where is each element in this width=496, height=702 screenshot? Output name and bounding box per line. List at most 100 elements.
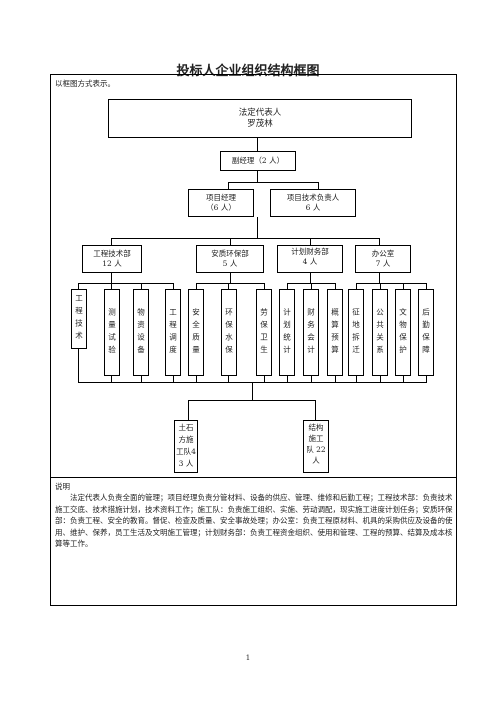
connector — [380, 376, 381, 382]
project-manager-title: 项目经理 — [206, 193, 236, 202]
structure-team-box: 结构施工队 22 人 — [303, 420, 329, 473]
connector — [315, 400, 316, 420]
connector — [310, 273, 311, 283]
connector — [111, 273, 112, 283]
unit-label: 物资设备 — [136, 307, 146, 358]
unit-label: 概算预算 — [330, 307, 340, 358]
department-name: 安质环保部 — [211, 249, 249, 258]
connector — [356, 283, 426, 284]
connector — [335, 283, 336, 289]
connector — [78, 283, 173, 284]
connector — [264, 283, 265, 289]
page-number: 1 — [245, 654, 251, 662]
unit-box: 环保水保 — [221, 289, 237, 376]
unit-label: 测量试验 — [107, 307, 117, 358]
connector — [78, 349, 79, 382]
unit-box: 工程技术 — [71, 289, 87, 349]
connector — [111, 238, 379, 239]
connector — [257, 171, 258, 182]
tech-lead-title: 项目技术负责人 — [286, 193, 340, 202]
department-name: 工程技术部 — [93, 249, 131, 258]
deputy-manager-box: 副经理（2 人） — [220, 151, 296, 171]
unit-box: 安全质量 — [188, 289, 204, 376]
unit-label: 安全质量 — [191, 307, 201, 358]
structure-team-label: 结构施工队 22 人 — [306, 423, 326, 465]
department-count: 5 人 — [222, 259, 238, 268]
connector — [264, 376, 265, 382]
table-frame — [50, 74, 457, 606]
unit-box: 工程调度 — [165, 289, 181, 376]
connector — [78, 283, 79, 289]
department-name: 办公室 — [371, 249, 395, 258]
connector — [230, 273, 231, 283]
connector — [188, 400, 189, 420]
connector — [403, 376, 404, 382]
connector — [173, 376, 174, 382]
connector — [228, 376, 229, 382]
notes-body: 法定代表人负责全面的管理；项目经理负责分管材料、设备的供应、管理、维修和后勤工程… — [55, 493, 453, 548]
connector — [111, 283, 112, 289]
unit-label: 计划统计 — [282, 307, 292, 358]
connector — [287, 376, 288, 382]
connector — [252, 382, 253, 400]
unit-label: 环保水保 — [224, 307, 234, 358]
unit-label: 劳保卫生 — [259, 307, 269, 358]
unit-label: 公共关系 — [375, 307, 385, 358]
connector — [141, 376, 142, 382]
unit-box: 物资设备 — [133, 289, 149, 376]
department-count: 12 人 — [102, 259, 122, 268]
unit-box: 征地拆迁 — [348, 289, 364, 376]
department-name: 计划财务部 — [291, 247, 329, 256]
unit-label: 后勤保障 — [421, 307, 431, 358]
unit-label: 工程技术 — [74, 294, 84, 344]
unit-box: 计划统计 — [279, 289, 295, 376]
unit-box: 后勤保障 — [418, 289, 434, 376]
connector — [228, 283, 229, 289]
connector — [196, 283, 197, 289]
earthwork-team-box: 土石方施工队43 人 — [174, 420, 198, 473]
department-box: 计划财务部 4 人 — [277, 245, 343, 273]
connector — [196, 376, 197, 382]
department-box: 安质环保部 5 人 — [196, 245, 264, 273]
connector — [196, 283, 264, 284]
legal-rep-title: 法定代表人 — [238, 108, 282, 118]
tech-lead-count: 6 人 — [305, 203, 321, 212]
unit-box: 概算预算 — [327, 289, 343, 376]
connector — [257, 217, 258, 238]
connector — [356, 376, 357, 382]
connector — [141, 283, 142, 289]
connector — [380, 283, 381, 289]
notes-heading: 说明 — [55, 482, 70, 491]
unit-box: 测量试验 — [104, 289, 120, 376]
connector — [228, 182, 229, 189]
deputy-manager-label: 副经理（2 人） — [231, 156, 285, 165]
unit-box: 劳保卫生 — [256, 289, 272, 376]
unit-box: 财务会计 — [303, 289, 319, 376]
connector — [188, 400, 316, 401]
intro-text: 以框图方式表示。 — [55, 79, 115, 88]
tech-lead-box: 项目技术负责人 6 人 — [270, 189, 356, 217]
notes-divider — [50, 477, 457, 478]
connector — [426, 376, 427, 382]
connector — [403, 283, 404, 289]
connector — [287, 283, 288, 289]
connector — [310, 238, 311, 245]
earthwork-team-label: 土石方施工队43 人 — [176, 423, 196, 468]
connector — [311, 283, 312, 289]
document-title: 投标人企业组织结构框图 — [176, 64, 320, 79]
connector — [379, 238, 380, 245]
project-manager-box: 项目经理 （6 人） — [188, 189, 254, 217]
connector — [318, 182, 319, 189]
unit-box: 文物保护 — [395, 289, 411, 376]
legal-rep-name: 罗茂林 — [247, 119, 273, 129]
unit-label: 征地拆迁 — [351, 307, 361, 358]
connector — [111, 376, 112, 382]
connector — [426, 283, 427, 289]
connector — [356, 283, 357, 289]
unit-label: 文物保护 — [398, 307, 408, 358]
unit-box: 公共关系 — [372, 289, 388, 376]
department-count: 7 人 — [375, 259, 391, 268]
connector — [257, 138, 258, 151]
connector — [335, 376, 336, 382]
connector — [230, 238, 231, 245]
